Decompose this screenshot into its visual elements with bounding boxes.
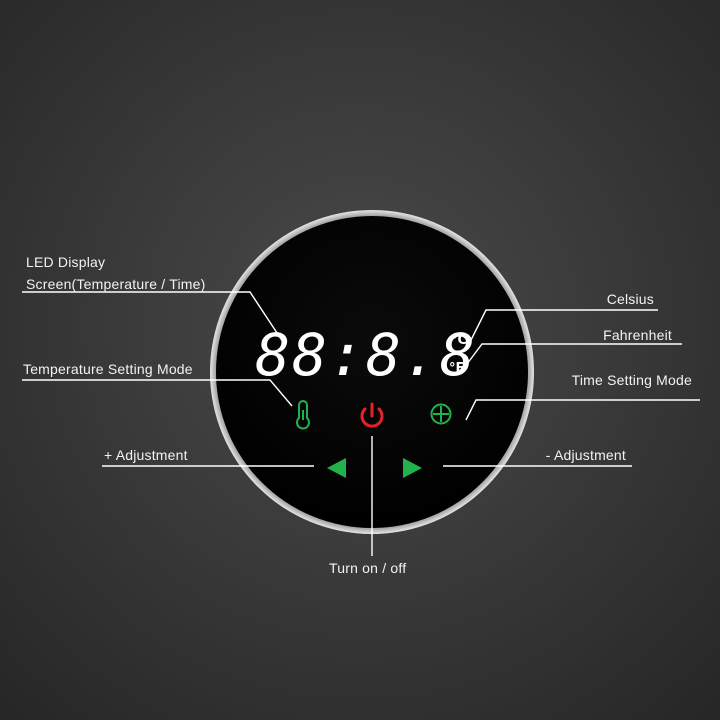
led-display-label: LED Display: [26, 254, 106, 270]
thermometer-icon[interactable]: [296, 400, 310, 430]
triangle-left-icon[interactable]: [327, 458, 346, 478]
plus-adjustment-label: + Adjustment: [104, 447, 188, 463]
leader-time-mode: [465, 399, 700, 421]
leader-lines: [22, 291, 700, 556]
timer-crosshair-icon[interactable]: [430, 403, 452, 425]
led-display: 88:8.8: [255, 321, 477, 389]
fahrenheit-label: Fahrenheit: [603, 327, 672, 343]
celsius-symbol: °C: [451, 333, 467, 348]
minus-adjustment-label: - Adjustment: [545, 447, 626, 463]
fahrenheit-symbol: °F: [449, 361, 464, 376]
led-display-label-line2: Screen(Temperature / Time): [26, 276, 206, 292]
leader-led: [22, 291, 284, 343]
power-icon[interactable]: [360, 402, 384, 428]
leader-temp-mode: [22, 379, 293, 407]
triangle-right-icon[interactable]: [403, 458, 422, 478]
time-mode-label: Time Setting Mode: [571, 372, 692, 388]
temperature-mode-label: Temperature Setting Mode: [23, 361, 193, 377]
leader-fahrenheit: [463, 343, 682, 369]
leader-celsius: [469, 309, 658, 343]
celsius-label: Celsius: [606, 291, 654, 307]
panel-face: [216, 216, 528, 528]
power-label: Turn on / off: [329, 560, 407, 576]
